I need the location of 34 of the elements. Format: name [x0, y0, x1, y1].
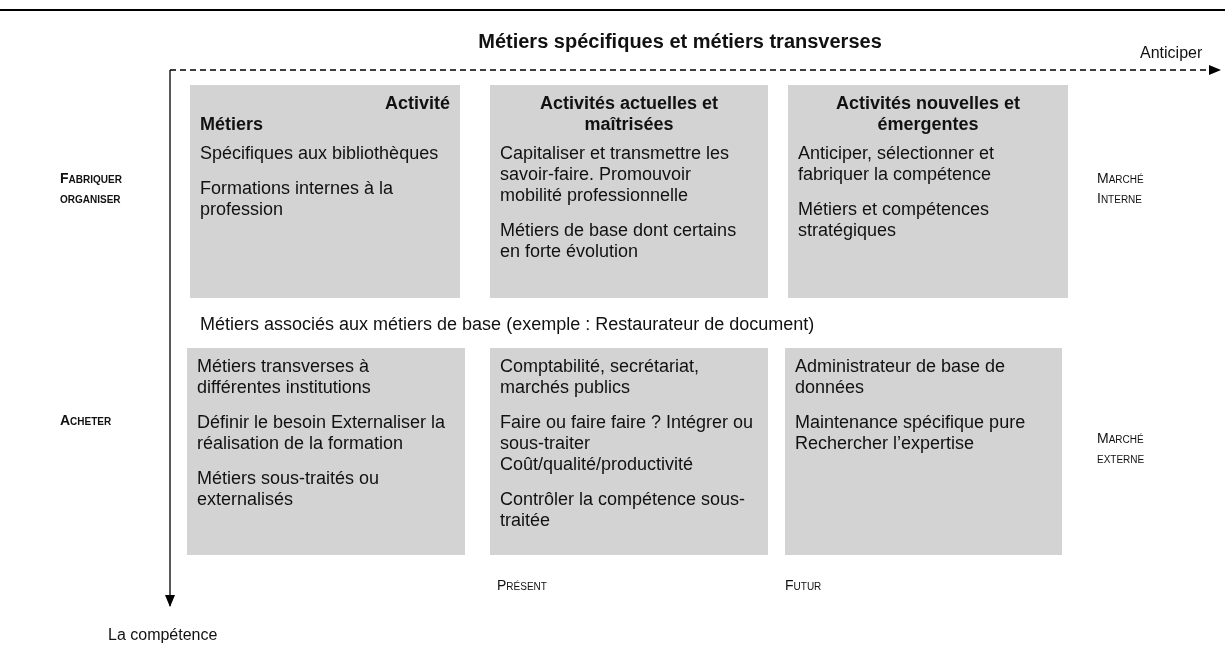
- matrix-panel: [187, 348, 465, 555]
- row-label: Fabriquer organiser: [60, 169, 123, 208]
- side-label: Marché externe: [1097, 429, 1146, 468]
- panel-text: Spécifiques aux bibliothèques: [200, 143, 440, 164]
- panel-text: Faire ou faire faire ? Intégrer ou sous-traiter Coût/qualité/productivité: [500, 412, 755, 475]
- axis-label: La compétence: [108, 626, 218, 644]
- panel-heading: Activités nouvelles et émergentes: [834, 93, 1022, 135]
- panel-heading: Activités actuelles et maîtrisées: [538, 93, 720, 135]
- panel-text: Formations internes à la profession: [200, 178, 395, 220]
- column-label: Présent: [497, 576, 547, 595]
- panel-text: Métiers transverses à différentes institutions: [197, 356, 372, 398]
- panel-heading: Activité: [383, 93, 450, 114]
- panel-text: Comptabilité, secrétariat, marchés publics: [500, 356, 701, 398]
- column-label: Futur: [785, 576, 822, 595]
- matrix-panel: [785, 348, 1062, 555]
- panel-text: Anticiper, sélectionner et fabriquer la compétence: [798, 143, 996, 185]
- matrix-panel: [190, 85, 460, 298]
- panel-text: Métiers et compétences stratégiques: [798, 199, 991, 241]
- panel-text: Métiers sous-traités ou externalisés: [197, 468, 381, 510]
- panel-text: Contrôler la compétence sous-traitée: [500, 489, 747, 531]
- panel-text: Définir le besoin Externaliser la réalisation de la formation: [197, 412, 447, 454]
- panel-text: Capitaliser et transmettre les savoir-faire. Promouvoir mobilité professionnelle: [500, 143, 731, 206]
- matrix-panel: [788, 85, 1068, 298]
- matrix-panel: [490, 348, 768, 555]
- axis-label: Anticiper: [1140, 44, 1203, 62]
- side-label: Marché Interne: [1097, 169, 1145, 208]
- panel-text: Métiers de base dont certains en forte évolution: [500, 220, 738, 262]
- row-label: Acheter: [60, 411, 112, 430]
- note-text: Métiers associés aux métiers de base (exemple : Restaurateur de document): [200, 314, 815, 335]
- panel-text: Administrateur de base de données: [795, 356, 1007, 398]
- panel-text: Maintenance spécifique pure Rechercher l’expertise: [795, 412, 1027, 454]
- matrix-panel: [490, 85, 768, 298]
- panel-heading: Métiers: [200, 114, 265, 135]
- diagram-title: Métiers spécifiques et métiers transverses: [477, 30, 883, 53]
